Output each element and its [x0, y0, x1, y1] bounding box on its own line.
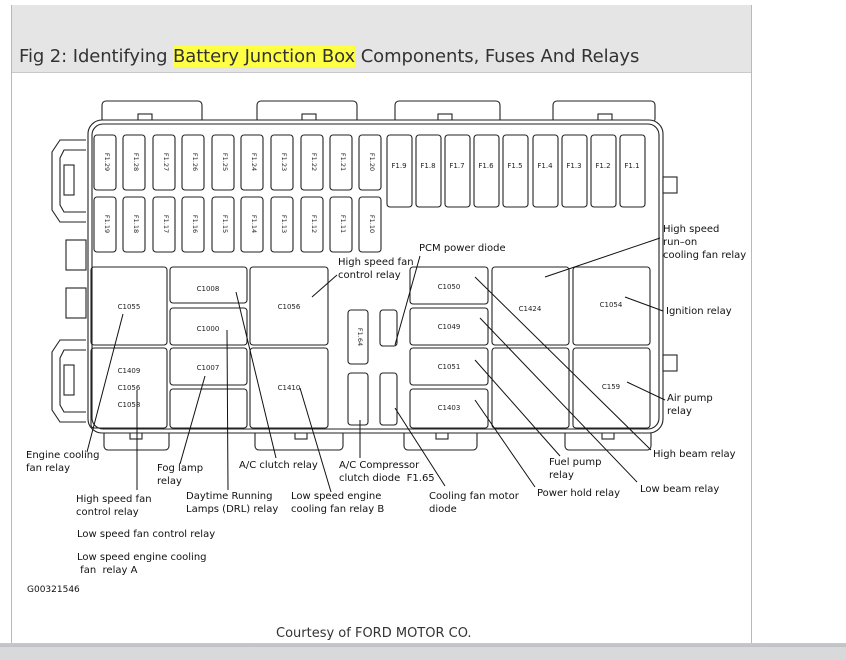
relay-c1000-label: C1000: [197, 325, 220, 333]
relay-c1056-top-label: C1056: [278, 303, 301, 311]
callout-low-speed-engine-cooling-fan-relay-a: Low speed engine cooling fan relay A: [77, 552, 207, 576]
fuse-f112-label: F1.12: [310, 215, 318, 233]
relay-c1050-label: C1050: [438, 283, 461, 291]
callout-cooling-fan-motor-diode: Cooling fan motor diode: [429, 491, 519, 515]
fuse-f113-label: F1.13: [280, 215, 288, 233]
fuse-f11-label: F1.1: [624, 162, 639, 170]
relay-c1056-label: C1056: [118, 384, 141, 392]
fuse-f120-label: F1.20: [368, 153, 376, 171]
callout-drl-relay: Daytime Running Lamps (DRL) relay: [186, 491, 279, 515]
callout-high-speed-fan-control-relay-left: High speed fan control relay: [76, 494, 152, 518]
title-suffix: Components, Fuses And Relays: [355, 46, 640, 67]
fuse-f16-label: F1.6: [478, 162, 494, 170]
callout-ac-compressor-clutch-diode: A/C Compressor clutch diode F1.65: [339, 460, 435, 484]
figure-title: Fig 2: Identifying Battery Junction Box …: [19, 46, 639, 67]
callout-air-pump-relay: Air pump relay: [667, 393, 713, 417]
fuse-f14-label: F1.4: [537, 162, 553, 170]
fuse-f12-label: F1.2: [595, 162, 610, 170]
fuse-f124-label: F1.24: [250, 153, 258, 171]
fuse-f164-label: F1.64: [356, 328, 364, 346]
fuse-f125-label: F1.25: [221, 153, 229, 171]
callout-low-speed-engine-cooling-fan-relay-b: Low speed engine cooling fan relay B: [291, 491, 385, 515]
callout-ac-clutch-relay: A/C clutch relay: [239, 460, 318, 471]
relay-c1055-label: C1055: [118, 303, 141, 311]
relay-c1409-label: C1409: [118, 367, 141, 375]
relay-c159-label: C159: [602, 383, 620, 391]
fuse-f126-label: F1.26: [191, 153, 199, 171]
relay-c1008-label: C1008: [197, 285, 220, 293]
fuse-f115-label: F1.15: [221, 215, 229, 233]
fuse-f118-label: F1.18: [132, 215, 140, 233]
fuse-f110-label: F1.10: [368, 215, 376, 233]
fuse-f111-label: F1.11: [339, 215, 347, 233]
relay-c1007-label: C1007: [197, 364, 220, 372]
callout-ignition-relay: Ignition relay: [666, 306, 732, 317]
bottom-scroll-bar[interactable]: [0, 643, 846, 660]
fuse-f122-label: F1.22: [310, 153, 318, 171]
callout-power-hold-relay: Power hold relay: [537, 488, 621, 499]
fuse-f129-label: F1.29: [103, 153, 111, 171]
callout-low-beam-relay: Low beam relay: [640, 484, 720, 495]
title-prefix: Fig 2: Identifying: [19, 46, 174, 67]
relay-c1058-label: C1058: [118, 401, 141, 409]
relay-c1051-label: C1051: [438, 363, 461, 371]
fuse-f119-label: F1.19: [103, 215, 111, 233]
callout-high-speed-fan-control-relay-top: High speed fan control relay: [338, 257, 414, 281]
fuse-f116-label: F1.16: [191, 215, 199, 233]
fuse-f17-label: F1.7: [449, 162, 464, 170]
callout-high-beam-relay: High beam relay: [653, 449, 736, 460]
relay-c1049-label: C1049: [438, 323, 461, 331]
relay-c1410-label: C1410: [278, 384, 301, 392]
fuse-f13-label: F1.3: [566, 162, 581, 170]
callout-pcm-power-diode: PCM power diode: [419, 243, 506, 254]
fuse-f121-label: F1.21: [339, 153, 347, 171]
fuse-f117-label: F1.17: [162, 215, 170, 233]
figure-credit: Courtesy of FORD MOTOR CO.: [276, 626, 472, 641]
callout-low-speed-fan-control-relay: Low speed fan control relay: [77, 529, 216, 540]
fuse-f123-label: F1.23: [280, 153, 288, 171]
fuse-f128-label: F1.28: [132, 153, 140, 171]
fuse-f15-label: F1.5: [507, 162, 522, 170]
fuse-f19-label: F1.9: [391, 162, 406, 170]
relay-c1403-label: C1403: [438, 404, 461, 412]
callout-high-speed-runon-cooling-fan-relay: High speed run–on cooling fan relay: [663, 224, 747, 261]
fuse-f127-label: F1.27: [162, 153, 170, 171]
relay-c1054-label: C1054: [600, 301, 623, 309]
callout-fog-lamp-relay: Fog lamp relay: [157, 463, 204, 487]
fuse-f114-label: F1.14: [250, 215, 258, 233]
relay-c1424-label: C1424: [519, 305, 542, 313]
figure-image-id: G00321546: [27, 585, 80, 595]
title-highlight: Battery Junction Box: [173, 46, 356, 67]
callout-engine-cooling-fan-relay: Engine cooling fan relay: [26, 450, 100, 474]
figure-header: Fig 2: Identifying Battery Junction Box …: [12, 5, 751, 73]
fuse-f18-label: F1.8: [420, 162, 435, 170]
callout-fuel-pump-relay: Fuel pump relay: [549, 457, 602, 481]
